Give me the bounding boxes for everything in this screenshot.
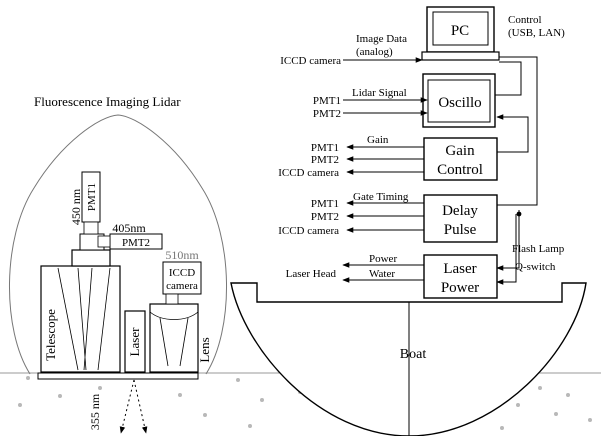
gain-control-label-2: Control bbox=[437, 162, 483, 178]
pc-label: PC bbox=[451, 23, 469, 39]
wl-450-label: 450 nm bbox=[69, 188, 83, 225]
oscillo-pmt2-label: PMT2 bbox=[313, 108, 341, 120]
oscillo-label: Oscillo bbox=[438, 95, 481, 111]
lidar-signal-label: Lidar Signal bbox=[352, 87, 407, 99]
flash-lamp-label: Flash Lamp bbox=[512, 243, 565, 255]
dome-window bbox=[37, 372, 199, 380]
oscillo-pmt1-label: PMT1 bbox=[313, 95, 341, 107]
control-label-2: (USB, LAN) bbox=[508, 27, 565, 39]
delay-pmt1-label: PMT1 bbox=[311, 198, 339, 210]
gain-control-label-1: Gain bbox=[445, 143, 475, 159]
iccd-camera-input-label: ICCD camera bbox=[280, 55, 341, 67]
telescope-beam bbox=[57, 267, 111, 371]
laser-body bbox=[124, 310, 146, 373]
gain-iccd-label: ICCD camera bbox=[278, 167, 339, 179]
iccd-camera-body bbox=[162, 261, 202, 295]
gain-to-oscillo-line bbox=[496, 114, 529, 153]
q-switch-label: Q-switch bbox=[515, 261, 556, 273]
control-label-1: Control bbox=[508, 14, 542, 26]
flash-lamp-line bbox=[496, 210, 520, 271]
q-switch-line bbox=[496, 214, 517, 285]
oscillo-screen bbox=[427, 79, 491, 123]
image-data-label-1: Image Data bbox=[356, 33, 407, 45]
iccd-label-2: camera bbox=[166, 280, 198, 292]
junction-dot bbox=[516, 211, 522, 217]
boat-label: Boat bbox=[400, 347, 427, 362]
gate-timing-label: Gate Timing bbox=[353, 191, 409, 203]
beam-right bbox=[133, 379, 148, 434]
lens-beam bbox=[149, 311, 199, 367]
lens-label: Lens bbox=[197, 337, 212, 362]
beam-left bbox=[119, 379, 135, 434]
pmt1-label: PMT1 bbox=[86, 183, 98, 211]
delay-iccd-label: ICCD camera bbox=[278, 225, 339, 237]
wl-355-label: 355 nm bbox=[88, 393, 102, 430]
iccd-mount bbox=[165, 293, 179, 305]
pc-base bbox=[421, 51, 500, 61]
water-label: Water bbox=[369, 268, 395, 280]
laser-power-box bbox=[423, 254, 498, 299]
delay-pulse-box bbox=[423, 194, 498, 243]
laser-head-label: Laser Head bbox=[286, 268, 337, 280]
wl-510-label: 510nm bbox=[165, 248, 199, 262]
power-label: Power bbox=[369, 253, 397, 265]
pc-screen bbox=[432, 11, 489, 46]
pmt2-label: PMT2 bbox=[122, 237, 150, 249]
delay-pmt2-label: PMT2 bbox=[311, 211, 339, 223]
pc-oscillo-control-line bbox=[495, 61, 522, 96]
wl-405-label: 405nm bbox=[112, 221, 146, 235]
lens-body bbox=[149, 303, 199, 373]
gain-control-box bbox=[423, 137, 498, 181]
laser-label: Laser bbox=[127, 327, 142, 357]
pmt1-filter bbox=[83, 221, 99, 235]
telescope-label: Telescope bbox=[43, 309, 58, 361]
gain-label: Gain bbox=[367, 134, 389, 146]
laser-power-label-2: Power bbox=[441, 280, 479, 296]
pc-delay-control-line bbox=[497, 56, 538, 206]
delay-pulse-label-1: Delay bbox=[442, 203, 478, 219]
pmt2-filter bbox=[97, 235, 111, 248]
telescope-top-block bbox=[71, 249, 111, 267]
diagram-title: Fluorescence Imaging Lidar bbox=[34, 94, 181, 109]
dome-housing bbox=[8, 114, 228, 375]
telescope-body bbox=[40, 265, 121, 373]
laser-power-label-1: Laser bbox=[443, 261, 476, 277]
iccd-label-1: ICCD bbox=[169, 267, 195, 279]
delay-pulse-label-2: Pulse bbox=[444, 222, 477, 238]
gain-pmt1-label: PMT1 bbox=[311, 142, 339, 154]
image-data-label-2: (analog) bbox=[356, 46, 393, 58]
gain-pmt2-label: PMT2 bbox=[311, 154, 339, 166]
